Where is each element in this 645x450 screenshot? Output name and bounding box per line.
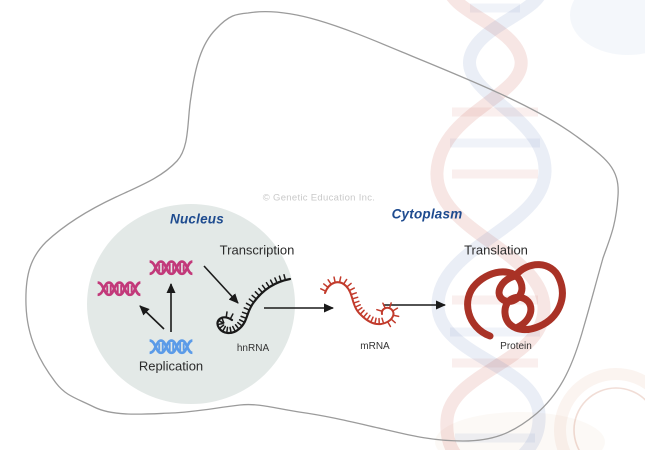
- transcription-arrow: [203, 265, 239, 304]
- replication-arrow-diagonal: [139, 305, 165, 330]
- cytoplasm-label: Cytoplasm: [391, 206, 463, 222]
- hnrna-label: hnRNA: [236, 343, 270, 354]
- nucleus-circle: [87, 204, 295, 404]
- watermark-helix-group: [430, 0, 645, 450]
- copyright-watermark: © Genetic Education Inc.: [262, 192, 376, 204]
- protein-tangle-icon: [464, 261, 566, 340]
- transcription-label: Transcription: [219, 242, 295, 258]
- nucleus-label: Nucleus: [170, 211, 224, 227]
- translation-label: Translation: [464, 242, 528, 258]
- cell-membrane-outline: [25, 10, 619, 442]
- mrna-comb-icon: [320, 276, 400, 328]
- replication-label: Replication: [138, 358, 204, 374]
- pre-mrna-comb-icon: [216, 273, 292, 335]
- protein-label: Protein: [500, 341, 532, 352]
- mrna-label: mRNA: [360, 341, 390, 352]
